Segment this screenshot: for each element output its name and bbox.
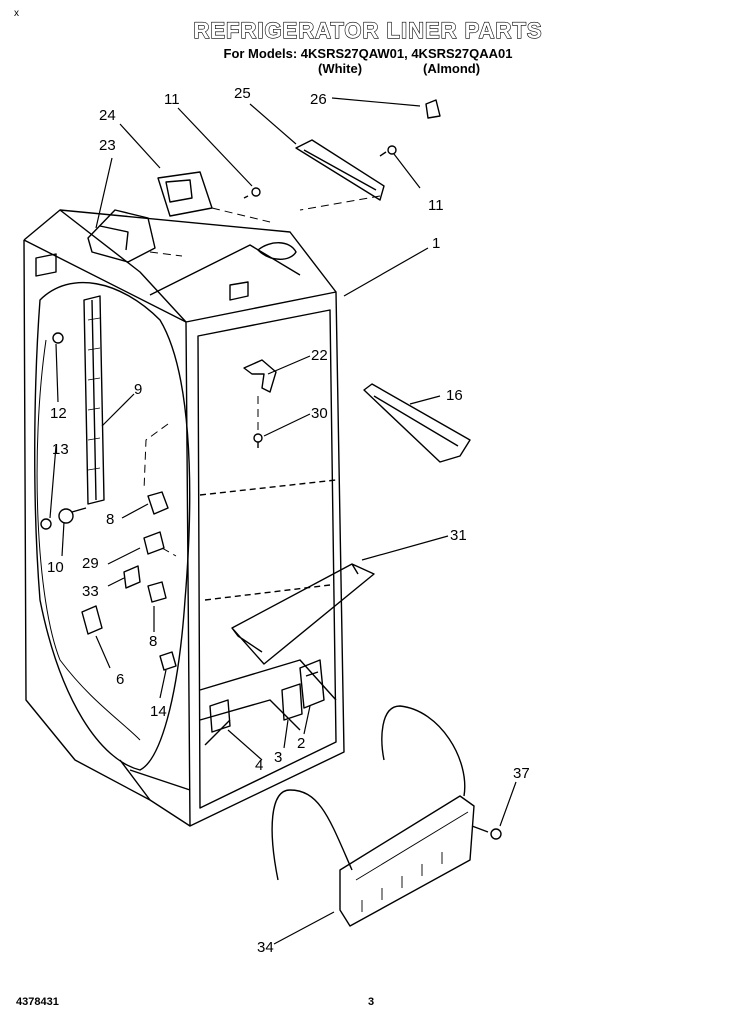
callout-label: 30 <box>311 405 328 422</box>
screw-23 <box>253 433 263 448</box>
liner-top <box>23 209 337 323</box>
callout-label: 12 <box>50 405 67 422</box>
callout-label: 3 <box>274 749 282 766</box>
page-number: 3 <box>368 996 375 1008</box>
liner-inner-frame <box>197 309 337 809</box>
liner-inner-back <box>34 281 191 771</box>
wire-harness <box>36 339 141 741</box>
screw-12 <box>52 332 64 344</box>
clip-8-upper <box>147 491 169 515</box>
callout-label: 6 <box>116 671 124 688</box>
clip-14 <box>159 651 177 671</box>
variant-almond: (Almond) <box>423 61 481 76</box>
liner-left-side <box>23 239 191 827</box>
liner-vent-details <box>35 242 297 301</box>
callout-label: 34 <box>257 939 274 956</box>
liner-bottom-back <box>119 759 191 801</box>
heater-31 <box>271 705 475 927</box>
corner-mark: x <box>14 8 19 19</box>
callout-labels: 11 24 23 25 26 11 1 22 16 30 31 9 12 13 … <box>47 85 530 956</box>
callout-label: 11 <box>164 91 180 108</box>
model-numbers: For Models: 4KSRS27QAW01, 4KSRS27QAA01 <box>223 46 513 61</box>
bracket-2 <box>299 659 325 709</box>
callout-label: 31 <box>450 527 467 544</box>
leader-lines <box>49 97 517 945</box>
thermostat-10 <box>58 507 87 524</box>
callout-label: 13 <box>52 441 69 458</box>
callout-label: 29 <box>82 555 99 572</box>
part-number: 4378431 <box>16 996 59 1008</box>
variant-white: (White) <box>318 61 363 76</box>
liner-floor <box>199 659 337 746</box>
callout-label: 22 <box>311 347 328 364</box>
sensor-29 <box>143 531 165 555</box>
bracket-22 <box>243 359 277 393</box>
callout-label: 14 <box>150 703 167 720</box>
liner-cabinet <box>23 209 345 827</box>
bracket-33 <box>123 565 141 589</box>
clip-8-lower <box>147 581 167 603</box>
screw-11-left <box>243 187 261 199</box>
shelf-rail <box>83 295 105 505</box>
callout-label: 8 <box>106 511 114 528</box>
shelf-34 <box>231 563 375 665</box>
callout-label: 10 <box>47 559 64 576</box>
callout-label: 1 <box>432 235 440 252</box>
callout-label: 4 <box>255 757 263 774</box>
page-title: REFRIGERATOR LINER PARTS <box>193 17 543 43</box>
callout-label: 33 <box>82 583 99 600</box>
screw-13 <box>40 518 52 530</box>
cover-25 <box>157 171 213 217</box>
bracket-4 <box>209 699 231 733</box>
clip-30 <box>425 99 441 119</box>
callout-label: 2 <box>297 735 305 752</box>
control-housing-24 <box>87 209 156 263</box>
screw-37 <box>471 825 502 840</box>
clip-6 <box>81 605 103 635</box>
callout-label: 24 <box>99 107 116 124</box>
liner-front-frame <box>185 291 345 827</box>
liner-shelf-line <box>199 479 337 601</box>
assembly-lines <box>143 195 381 557</box>
callout-label: 37 <box>513 765 530 782</box>
callout-label: 23 <box>99 137 116 154</box>
callout-label: 16 <box>446 387 463 404</box>
callout-label: 11 <box>428 197 444 214</box>
bracket-26 <box>295 139 385 201</box>
callout-label: 8 <box>149 633 157 650</box>
trim-16 <box>363 383 471 463</box>
callout-label: 26 <box>310 91 327 108</box>
bracket-3 <box>281 683 303 721</box>
callout-label: 25 <box>234 85 251 102</box>
screw-11-right <box>379 145 397 157</box>
callout-label: 9 <box>134 381 142 398</box>
